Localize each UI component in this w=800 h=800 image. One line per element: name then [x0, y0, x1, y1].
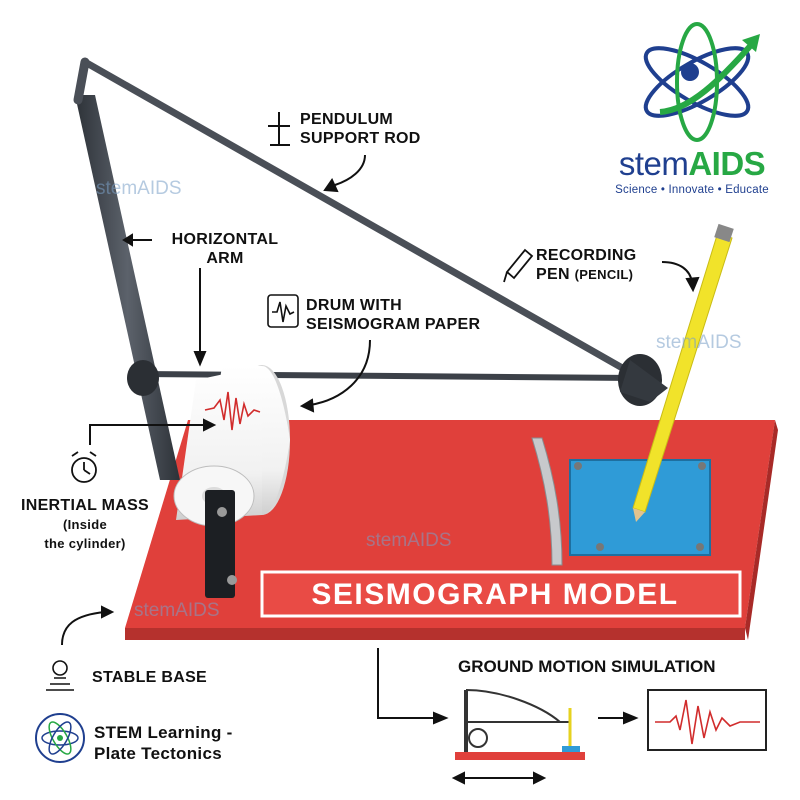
label-sub: (Inside: [63, 517, 107, 532]
label-drum-with-paper: DRUM WITH SEISMOGRAM PAPER: [306, 296, 480, 334]
stem-atom-icon: [35, 713, 85, 763]
label-text: SUPPORT ROD: [300, 130, 421, 147]
label-stable-base: STABLE BASE: [92, 669, 208, 686]
label-text: Plate Tectonics: [94, 744, 222, 763]
watermark: stemAIDS: [134, 600, 220, 621]
atom-logo-icon: [643, 22, 760, 142]
label-pendulum-support-rod: PENDULUM SUPPORT ROD: [300, 110, 421, 148]
label-inertial-mass: INERTIAL MASS (Inside the cylinder): [10, 496, 160, 553]
ground-motion-model: [455, 689, 585, 760]
label-text: ARM: [206, 250, 244, 267]
watermark: stemAIDS: [366, 530, 452, 551]
stable-base-icon: [46, 660, 74, 691]
label-text: INERTIAL MASS: [20, 497, 150, 514]
metal-strip: [531, 437, 563, 566]
seismogram-output: [647, 689, 767, 751]
watermark: stemAIDS: [656, 332, 742, 353]
label-text: SEISMOGRAM PAPER: [306, 316, 481, 333]
label-text: STEM Learning -: [94, 723, 233, 742]
brand-block: stemAIDS Science • Innovate • Educate: [606, 146, 778, 197]
recording-pencil: [632, 223, 734, 522]
pendulum-icon: [268, 112, 290, 146]
label-horizontal-arm: HORIZONTAL ARM: [150, 230, 300, 268]
name-plate-title: SEISMOGRAPH MODEL: [311, 578, 679, 611]
label-text: PEN: [536, 266, 570, 283]
brand-name-part1: stem: [618, 145, 689, 182]
brand-name-part2: AIDS: [688, 145, 766, 182]
label-text: DRUM WITH: [306, 297, 403, 314]
annotation-arrows: [61, 154, 700, 785]
watermark: stemAIDS: [96, 178, 182, 199]
label-sub: (PENCIL): [574, 267, 634, 282]
pencil-icon: [503, 248, 534, 283]
label-text: HORIZONTAL: [171, 231, 279, 248]
brand-name: stemAIDS: [606, 146, 778, 182]
brand-tagline: Science • Innovate • Educate: [615, 184, 769, 196]
drum-paper-icon: [267, 294, 299, 328]
label-recording-pen: RECORDING PEN (PENCIL): [536, 246, 636, 284]
label-text: PENDULUM: [300, 111, 394, 128]
alarm-clock-icon: [71, 451, 97, 483]
label-sub: the cylinder): [44, 536, 126, 551]
label-ground-motion: GROUND MOTION SIMULATION: [458, 657, 716, 676]
label-stem-learning: STEM Learning - Plate Tectonics: [94, 722, 233, 764]
drum-bracket: [205, 490, 237, 598]
label-text: RECORDING: [536, 247, 637, 264]
